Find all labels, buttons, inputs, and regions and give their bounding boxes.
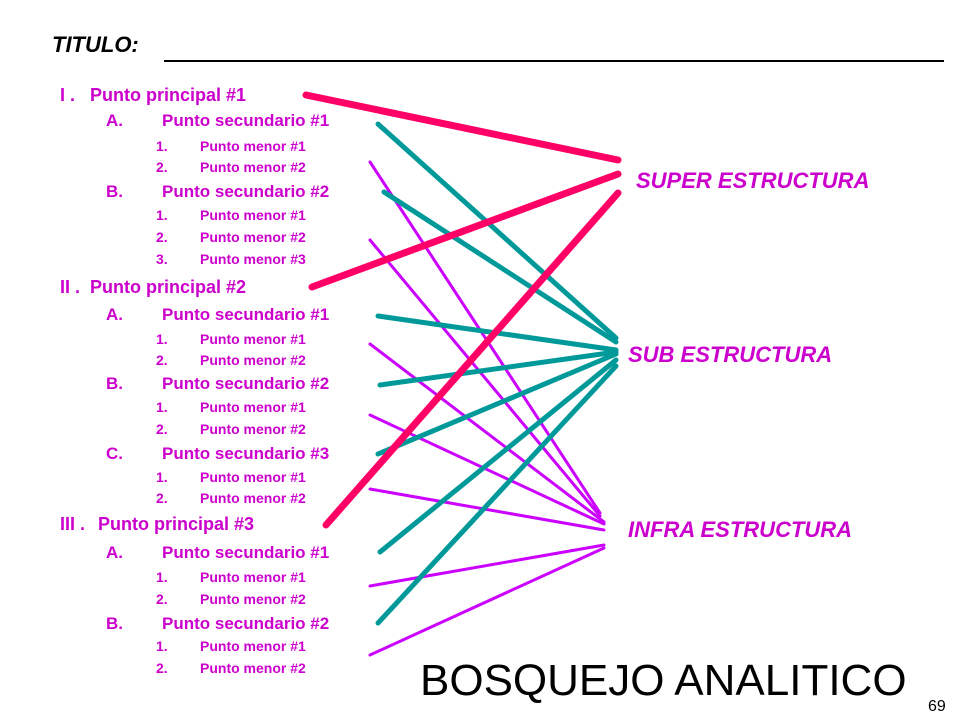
secondary-point-letter: B. (106, 374, 123, 393)
title-row: TITULO: (52, 32, 944, 64)
target-sub-estructura: SUB ESTRUCTURA (628, 342, 833, 367)
secondary-point-letter: C. (106, 444, 123, 463)
minor-point-number: 2. (156, 421, 168, 437)
connector-secundario-p3b-to-sub (375, 363, 619, 626)
minor-point-number: 1. (156, 138, 168, 154)
connector-menor-p1a2-to-infra (368, 160, 602, 515)
minor-point-label: Punto menor #3 (200, 251, 306, 267)
minor-point-label: Punto menor #1 (200, 569, 306, 585)
connector-menor-p1b2-to-infra (368, 238, 602, 518)
minor-point-number: 1. (156, 569, 168, 585)
minor-point-number: 2. (156, 159, 168, 175)
minor-point-number: 1. (156, 207, 168, 223)
secondary-point-label: Punto secundario #3 (162, 444, 330, 463)
minor-point-number: 3. (156, 251, 168, 267)
connector-menor-p3b2-to-infra (368, 546, 606, 657)
minor-point-number: 1. (156, 638, 168, 654)
minor-point-number: 1. (156, 399, 168, 415)
secondary-point-label: Punto secundario #2 (162, 374, 330, 393)
title-blank-line[interactable] (164, 60, 944, 62)
principal-point-number: I . (60, 85, 76, 105)
title-label: TITULO: (52, 32, 139, 57)
connector-principal-p3-to-super (322, 189, 622, 529)
minor-point-label: Punto menor #1 (200, 469, 306, 485)
secondary-point-letter: B. (106, 614, 123, 633)
secondary-point-label: Punto secundario #1 (162, 111, 330, 130)
secondary-point-label: Punto secundario #1 (162, 305, 330, 324)
minor-point-label: Punto menor #1 (200, 207, 306, 223)
secondary-point-letter: A. (106, 111, 123, 130)
connector-principal-p1-to-super (302, 91, 622, 164)
secondary-point-letter: A. (106, 543, 123, 562)
minor-point-number: 2. (156, 352, 168, 368)
connector-menor-p2a2-to-infra (368, 342, 606, 524)
minor-point-number: 1. (156, 469, 168, 485)
principal-point-label: Punto principal #1 (90, 85, 247, 105)
target-infra-estructura: INFRA ESTRUCTURA (628, 517, 853, 542)
principal-point-label: Punto principal #3 (98, 514, 255, 534)
connector-menor-p3a2-to-infra (368, 543, 606, 588)
minor-point-label: Punto menor #2 (200, 591, 306, 607)
secondary-point-label: Punto secundario #1 (162, 543, 330, 562)
principal-point-label: Punto principal #2 (90, 277, 247, 297)
minor-point-label: Punto menor #1 (200, 138, 306, 154)
footer-title: BOSQUEJO ANALITICO (420, 656, 907, 705)
connector-principal-p2-to-super (308, 170, 622, 291)
minor-point-label: Punto menor #2 (200, 660, 306, 676)
secondary-point-letter: A. (106, 305, 123, 324)
connector-secundario-p2b-to-sub (377, 349, 619, 388)
secondary-point-label: Punto secundario #2 (162, 182, 330, 201)
secondary-point-label: Punto secundario #2 (162, 614, 330, 633)
minor-point-label: Punto menor #2 (200, 229, 306, 245)
connector-secundario-p1a-to-sub (375, 121, 619, 341)
connector-secundario-p1b-to-sub (381, 189, 619, 345)
minor-point-number: 2. (156, 229, 168, 245)
minor-point-label: Punto menor #2 (200, 421, 306, 437)
minor-point-number: 2. (156, 490, 168, 506)
minor-point-label: Punto menor #1 (200, 638, 306, 654)
target-super-estructura: SUPER ESTRUCTURA (636, 168, 870, 193)
minor-point-label: Punto menor #1 (200, 399, 306, 415)
minor-point-label: Punto menor #2 (200, 159, 306, 175)
connector-secundario-p3a-to-sub (377, 357, 619, 555)
connector-secundario-p2c-to-sub (375, 351, 619, 457)
connector-menor-p2c2-to-infra (368, 487, 606, 532)
minor-point-label: Punto menor #2 (200, 352, 306, 368)
principal-point-number: III . (60, 514, 86, 534)
minor-point-label: Punto menor #1 (200, 331, 306, 347)
secondary-point-letter: B. (106, 182, 123, 201)
minor-point-label: Punto menor #2 (200, 490, 306, 506)
minor-point-number: 1. (156, 331, 168, 347)
principal-point-number: II . (60, 277, 81, 297)
minor-point-number: 2. (156, 660, 168, 676)
page-number: 69 (928, 698, 946, 715)
minor-point-number: 2. (156, 591, 168, 607)
